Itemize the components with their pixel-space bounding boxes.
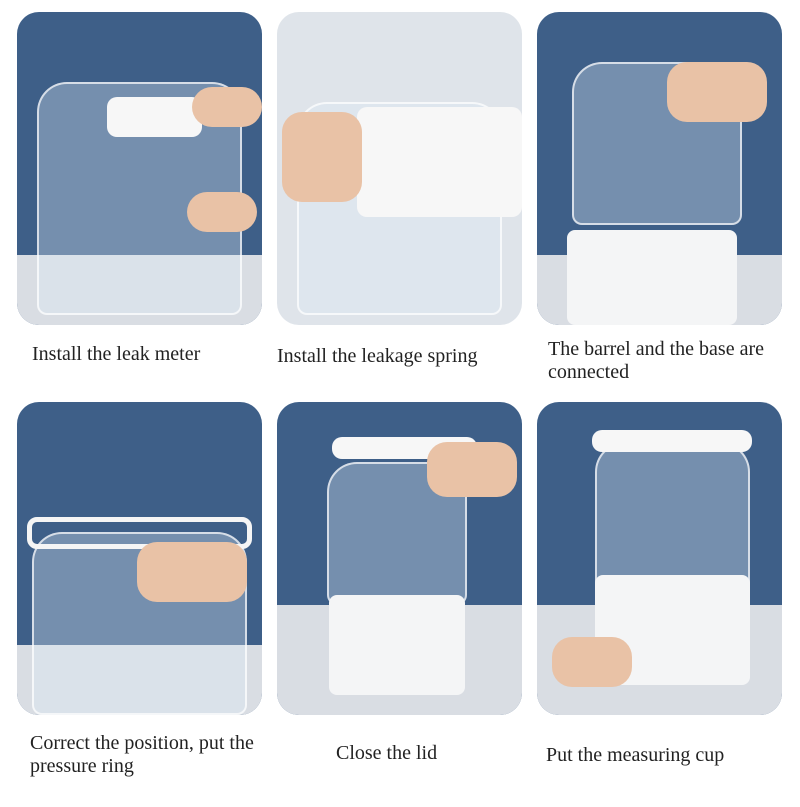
step-photo-pressure-ring [17, 402, 262, 715]
step-caption: Close the lid [336, 742, 438, 764]
step-photo-measuring-cup [537, 402, 782, 715]
step-caption: The barrel and the base are connected [548, 338, 764, 383]
step-caption: Correct the position, put the pressure r… [30, 732, 254, 777]
step-caption: Install the leak meter [32, 343, 201, 365]
step-caption: Install the leakage spring [277, 345, 478, 367]
step-caption: Put the measuring cup [546, 744, 725, 766]
step-photo-leakage-spring [277, 12, 522, 325]
step-photo-leak-meter [17, 12, 262, 325]
step-photo-close-lid [277, 402, 522, 715]
step-photo-barrel-base [537, 12, 782, 325]
